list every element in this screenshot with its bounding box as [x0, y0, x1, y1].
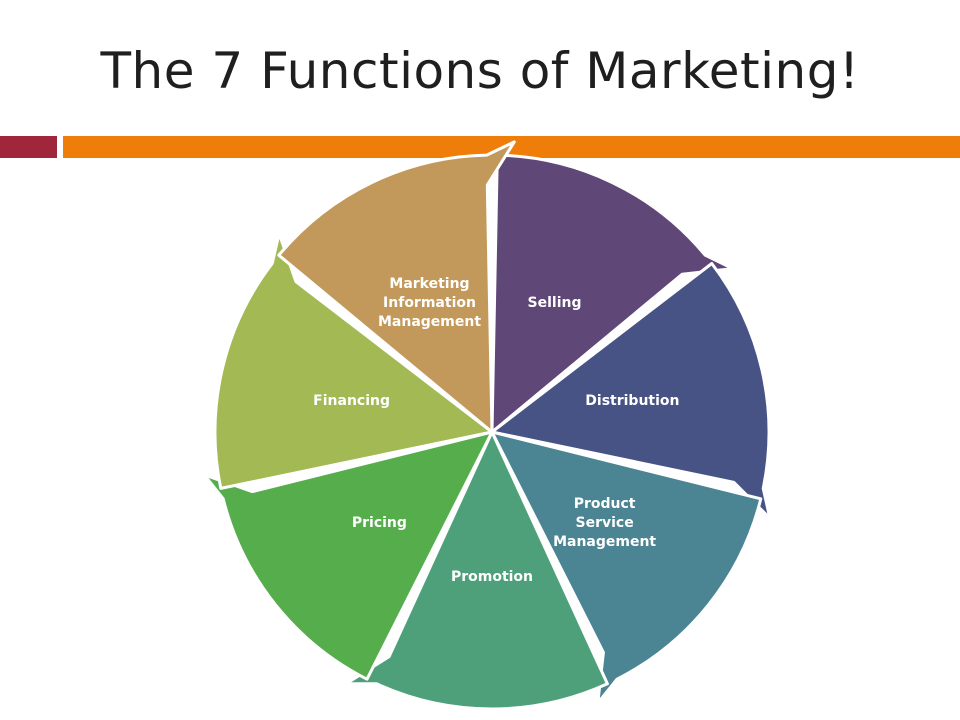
- segment-label-line: Management: [553, 534, 656, 550]
- segment-label-selling: Selling: [528, 295, 582, 311]
- segment-label-line: Service: [575, 515, 633, 531]
- segment-label-promotion: Promotion: [451, 569, 533, 585]
- segment-label-line: Promotion: [451, 569, 533, 585]
- segment-label-financing: Financing: [313, 393, 390, 409]
- segment-label-pricing: Pricing: [352, 515, 407, 531]
- segment-distribution: [490, 262, 772, 520]
- segment-label-line: Marketing: [389, 276, 469, 292]
- segment-label-distribution: Distribution: [585, 393, 679, 409]
- segment-label-line: Management: [378, 314, 481, 330]
- segment-label-line: Pricing: [352, 515, 407, 531]
- segment-label-line: Product: [574, 496, 636, 512]
- segment-financing: [213, 232, 494, 490]
- segment-label-line: Distribution: [585, 393, 679, 409]
- segment-label-line: Financing: [313, 393, 390, 409]
- segment-selling: [490, 153, 735, 434]
- segment-pricing: [202, 430, 494, 681]
- segment-label-line: Information: [383, 295, 476, 311]
- slide-title: The 7 Functions of Marketing!: [100, 42, 860, 100]
- segment-label-line: Selling: [528, 295, 582, 311]
- accent-bar-red: [0, 136, 57, 158]
- segment-product-service-management: [490, 430, 763, 705]
- segment-marketing-information-management: [277, 140, 516, 434]
- segment-promotion: [344, 430, 609, 711]
